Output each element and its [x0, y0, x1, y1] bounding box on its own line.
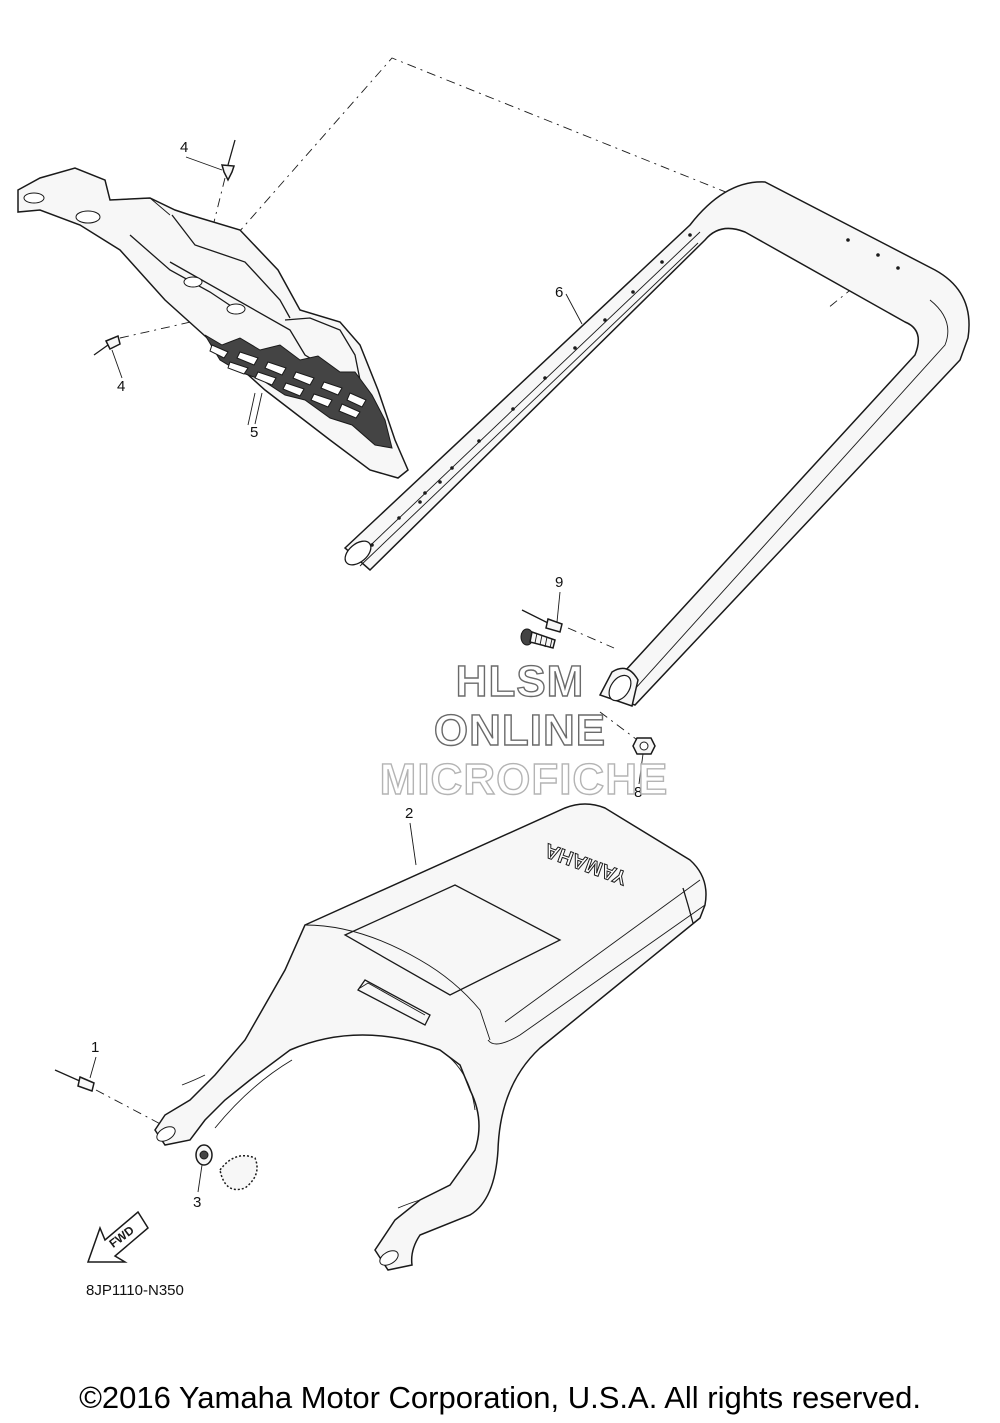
- copyright-notice: ©2016 Yamaha Motor Corporation, U.S.A. A…: [79, 1380, 921, 1415]
- watermark: HLSM ONLINE MICROFICHE: [379, 656, 669, 804]
- rivet-part-4-lower: [93, 334, 121, 356]
- nut-part-8: [632, 737, 656, 755]
- watermark-line-2: ONLINE: [434, 706, 606, 755]
- seat-cover-part-2: YAMAHA: [154, 803, 707, 1271]
- part-number-labels: 4 4 5 6 9 8 2 1 3: [89, 139, 644, 1211]
- rivet-part-9: [521, 609, 563, 633]
- label-part-6: 6: [555, 284, 563, 301]
- label-part-4-upper: 4: [180, 139, 188, 156]
- rivet-part-4-upper: [220, 139, 236, 182]
- label-part-9: 9: [555, 574, 563, 591]
- label-part-3: 3: [193, 1194, 201, 1211]
- label-part-1: 1: [91, 1039, 99, 1056]
- watermark-line-3: MICROFICHE: [380, 755, 669, 804]
- rivet-part-1: [54, 1069, 95, 1092]
- label-part-2: 2: [405, 805, 413, 822]
- diagram-code: 8JP1110-N350: [86, 1282, 184, 1299]
- grab-bar-part-6: [343, 181, 970, 707]
- label-part-4-lower: 4: [117, 378, 125, 395]
- bolt: [520, 628, 556, 649]
- pad: [219, 1155, 258, 1191]
- label-part-8: 8: [634, 784, 642, 801]
- grommet-part-3: [195, 1144, 213, 1166]
- fwd-arrow-icon: FWD: [86, 1210, 149, 1263]
- label-part-5: 5: [250, 424, 258, 441]
- rear-carrier-part-5: [17, 167, 409, 479]
- watermark-line-1: HLSM: [456, 657, 585, 706]
